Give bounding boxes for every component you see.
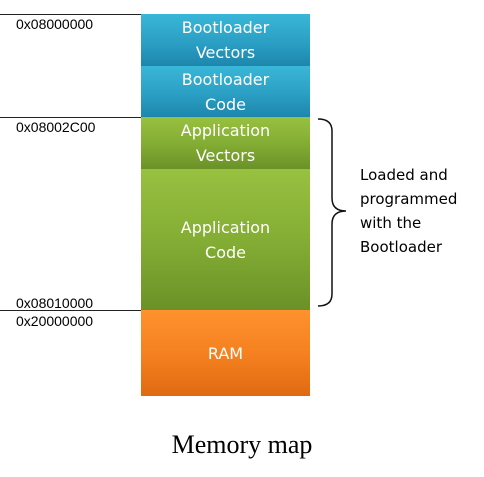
region-bootloader-code: Bootloader Code bbox=[141, 66, 310, 117]
annotation-line3: with the bbox=[360, 214, 422, 232]
annotation-line4: Bootloader bbox=[360, 238, 442, 256]
region-application-code-line2: Code bbox=[205, 242, 246, 262]
boundary-line-flash-end bbox=[0, 310, 141, 311]
region-ram-line1: RAM bbox=[207, 343, 244, 363]
region-bootloader-vectors: Bootloader Vectors bbox=[141, 14, 310, 66]
bootloader-annotation: Loaded and programmed with the Bootloade… bbox=[360, 163, 484, 259]
address-label-application-start: 0x08002C00 bbox=[16, 119, 96, 135]
boundary-line-application-start bbox=[0, 117, 141, 118]
annotation-line1: Loaded and bbox=[360, 166, 448, 184]
region-bootloader-vectors-line2: Vectors bbox=[195, 43, 256, 62]
region-application-code: Application Code bbox=[141, 169, 310, 310]
region-application-vectors-line1: Application bbox=[180, 121, 271, 140]
region-application-code-line1: Application bbox=[180, 217, 271, 237]
region-ram: RAM bbox=[141, 310, 310, 396]
region-bootloader-code-line1: Bootloader bbox=[181, 69, 270, 89]
region-application-vectors-line2: Vectors bbox=[195, 146, 256, 165]
boundary-line-bootloader-start bbox=[0, 14, 141, 15]
address-label-ram-start: 0x20000000 bbox=[16, 313, 94, 329]
address-label-bootloader-start: 0x08000000 bbox=[16, 16, 94, 32]
address-label-flash-end: 0x08010000 bbox=[16, 295, 94, 311]
region-bootloader-code-line2: Code bbox=[205, 94, 246, 114]
region-application-vectors: Application Vectors bbox=[141, 117, 310, 169]
diagram-caption: Memory map bbox=[171, 430, 313, 459]
annotation-line2: programmed bbox=[360, 190, 458, 208]
region-bootloader-vectors-line1: Bootloader bbox=[181, 18, 270, 37]
